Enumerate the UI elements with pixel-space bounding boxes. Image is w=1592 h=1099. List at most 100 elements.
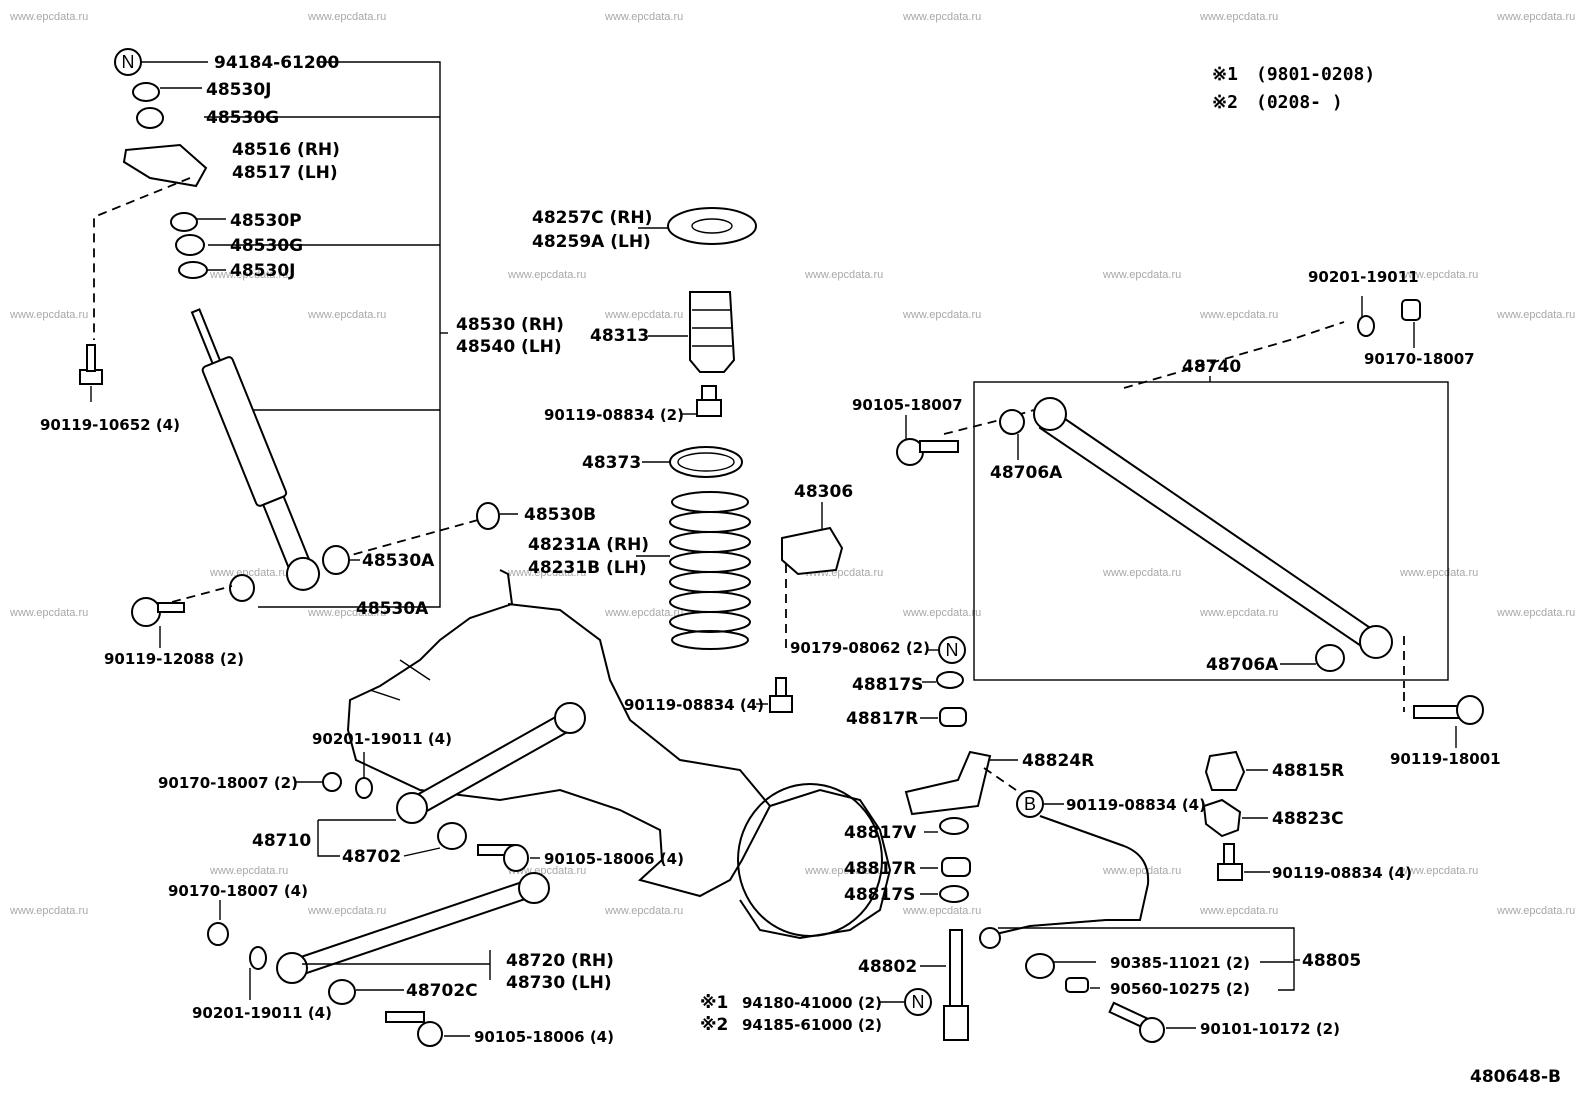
bushing-icon: [322, 545, 350, 575]
new-part-badge-icon: [938, 636, 966, 664]
collar-icon: [1065, 977, 1089, 993]
part-label: 48817S: [852, 675, 923, 695]
part-label: 48817R: [846, 709, 918, 729]
bolt-head-icon: [1456, 695, 1484, 725]
rod-eye-icon: [1033, 397, 1067, 431]
lower-control-arm-icon: [290, 878, 536, 978]
part-label: 48730 (LH): [506, 973, 612, 993]
part-label: 48805: [1302, 951, 1361, 971]
stabilizer-bracket-icon: [904, 750, 992, 816]
stabilizer-group: 48824R B 90119-08834 (4) 48817V 48817R 4…: [700, 750, 1412, 1043]
watermark-text: www.epcdata.ru: [902, 607, 981, 619]
nut-icon: [207, 922, 229, 946]
leader-line: [302, 950, 491, 980]
bracket-48805-line: [998, 927, 1295, 991]
part-label: 48530J: [230, 261, 295, 281]
part-label: 90101-10172 (2): [1200, 1020, 1340, 1038]
part-label: 90119-08834 (4): [1272, 864, 1412, 882]
cushion-icon: [132, 82, 160, 102]
part-label: 48540 (LH): [456, 337, 562, 357]
bracket-48306-icon: [781, 526, 844, 576]
watermark-text: www.epcdata.ru: [209, 567, 288, 579]
arm-eye-icon: [276, 952, 308, 984]
center-bracket-group: 48306 90179-08062 (2) N 48817S 48817R 90…: [624, 482, 967, 729]
bolt-thread-icon: [86, 344, 96, 372]
dashed-guide-line: [171, 585, 233, 603]
part-label: 90201-19011 (4): [192, 1004, 332, 1022]
part-label: 94185-61000 (2): [742, 1016, 882, 1034]
watermark-text: www.epcdata.ru: [604, 607, 683, 619]
stabilizer-link-foot-icon: [943, 1005, 969, 1041]
cushion-icon: [175, 234, 205, 256]
watermark-text: www.epcdata.ru: [1496, 607, 1575, 619]
spring-seat-icon: [667, 207, 757, 245]
shock-absorber-icon: [190, 308, 321, 591]
dashed-guide-line: [1123, 321, 1345, 389]
note-1-mark: ※1: [1212, 64, 1238, 85]
dashed-guide-line: [943, 409, 1035, 435]
bolt-head-icon: [696, 399, 722, 417]
coil-spring-icon: [669, 491, 751, 650]
part-label: 90119-08834 (4): [624, 696, 764, 714]
cushion-icon: [936, 671, 964, 689]
rod-eye-icon: [1359, 625, 1393, 659]
part-label: 48306: [794, 482, 853, 502]
bushing-icon: [1315, 644, 1345, 672]
watermark-grid: www.epcdata.ru www.epcdata.ru www.epcdat…: [9, 11, 1575, 917]
stabilizer-cushion-icon: [1204, 750, 1246, 791]
part-label: 90560-10275 (2): [1110, 980, 1250, 998]
watermark-text: www.epcdata.ru: [1199, 11, 1278, 23]
watermark-text: www.epcdata.ru: [209, 269, 288, 281]
dashed-guide-line: [347, 519, 479, 557]
part-label: 48373: [582, 453, 641, 473]
b-badge-icon: [1016, 790, 1044, 818]
watermark-text: www.epcdata.ru: [307, 309, 386, 321]
arm-eye-icon: [518, 872, 550, 904]
applicability-notes: ※1 (9801-0208) ※2 (0208- ): [1212, 64, 1375, 113]
lower-control-arm-group: 90170-18007 (4) 90201-19011 (4) 48720 (R…: [168, 872, 614, 1047]
part-label: 48530B: [524, 505, 596, 525]
bolt-thread-icon: [919, 440, 959, 453]
part-label: 90170-18007: [1364, 350, 1475, 368]
new-part-badge-letter: N: [946, 640, 959, 660]
new-part-badge-icon: [114, 48, 142, 76]
part-label: 90119-08834 (2): [544, 406, 684, 424]
nut-icon: [322, 772, 342, 792]
watermark-text: www.epcdata.ru: [902, 11, 981, 23]
shock-absorber-group: N 94: [40, 48, 596, 668]
bolt-thread-icon: [385, 1011, 425, 1023]
part-label: 48517 (LH): [232, 163, 338, 183]
new-part-badge-letter: N: [122, 52, 135, 72]
stabilizer-bar-highlight: [995, 815, 1149, 935]
new-part-badge-letter: N: [912, 992, 925, 1012]
watermark-text: www.epcdata.ru: [804, 269, 883, 281]
shock-body-icon: [201, 356, 288, 507]
cushion-icon: [939, 817, 969, 835]
bushing-icon: [229, 574, 255, 602]
bushing-icon: [999, 409, 1025, 435]
dashed-guide-line: [93, 177, 191, 340]
part-label: 90105-18006 (4): [544, 850, 684, 868]
cushion-icon: [939, 707, 967, 727]
part-label: 48702C: [406, 981, 478, 1001]
bolt-head-icon: [1139, 1017, 1165, 1043]
dashed-guide-line: [983, 767, 1017, 791]
part-label: 90201-19011: [1308, 268, 1419, 286]
watermark-text: www.epcdata.ru: [1102, 865, 1181, 877]
watermark-text: www.epcdata.ru: [1399, 269, 1478, 281]
part-label: 94184-61200: [214, 53, 340, 73]
bushing-icon: [1025, 953, 1055, 979]
bolt-thread-icon: [1223, 843, 1235, 867]
lateral-rod-frame: [973, 381, 1449, 681]
part-label: 48530P: [230, 211, 302, 231]
arm-eye-icon: [554, 702, 586, 734]
cushion-icon: [170, 212, 198, 232]
note-2-mark: ※2: [1212, 92, 1238, 113]
watermark-text: www.epcdata.ru: [604, 11, 683, 23]
part-label: 48824R: [1022, 751, 1094, 771]
shock-bracket-line: [258, 61, 441, 608]
watermark-text: www.epcdata.ru: [604, 905, 683, 917]
part-label: 48740: [1182, 357, 1241, 377]
washer-icon: [249, 946, 267, 970]
